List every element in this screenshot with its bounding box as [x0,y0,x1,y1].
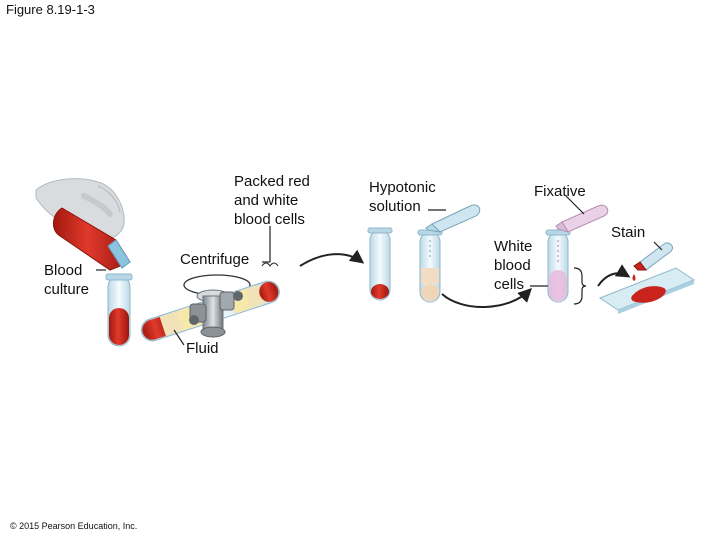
label-white-blood-cells: White blood cells [494,238,533,293]
copyright-notice: © 2015 Pearson Education, Inc. [10,521,138,531]
label-blood-culture: Blood culture [44,262,90,298]
label-hypotonic: Hypotonic solution [369,179,436,215]
tube-hypotonic-cells [417,229,443,303]
pipette-fixative-icon [555,204,609,233]
tube-hypotonic-empty [367,227,393,301]
label-fixative: Fixative [534,183,586,200]
microscope-slide [598,267,696,314]
label-packed-cells: Packed red and white blood cells [234,173,310,228]
label-stain: Stain [611,224,646,241]
blood-culture-tube [105,273,133,347]
white-cells-brace [573,267,587,305]
hand-pouring-icon [35,178,131,271]
label-centrifuge: Centrifuge [180,251,250,268]
pipette-hypotonic-icon [425,204,481,233]
arrow-step-1 [299,249,365,267]
packed-cells-brace [261,262,279,267]
tube-fixative [545,229,571,303]
pipette-stain-icon [632,242,673,281]
label-fluid: Fluid [186,340,219,357]
leader-fluid [173,329,185,346]
centrifuge-icon [140,274,280,342]
arrow-step-2 [441,288,532,309]
leader-stain [653,241,663,251]
figure-label: Figure 8.19-1-3 [6,2,95,17]
arrow-step-3 [597,264,631,287]
leader-fixative [565,195,585,215]
